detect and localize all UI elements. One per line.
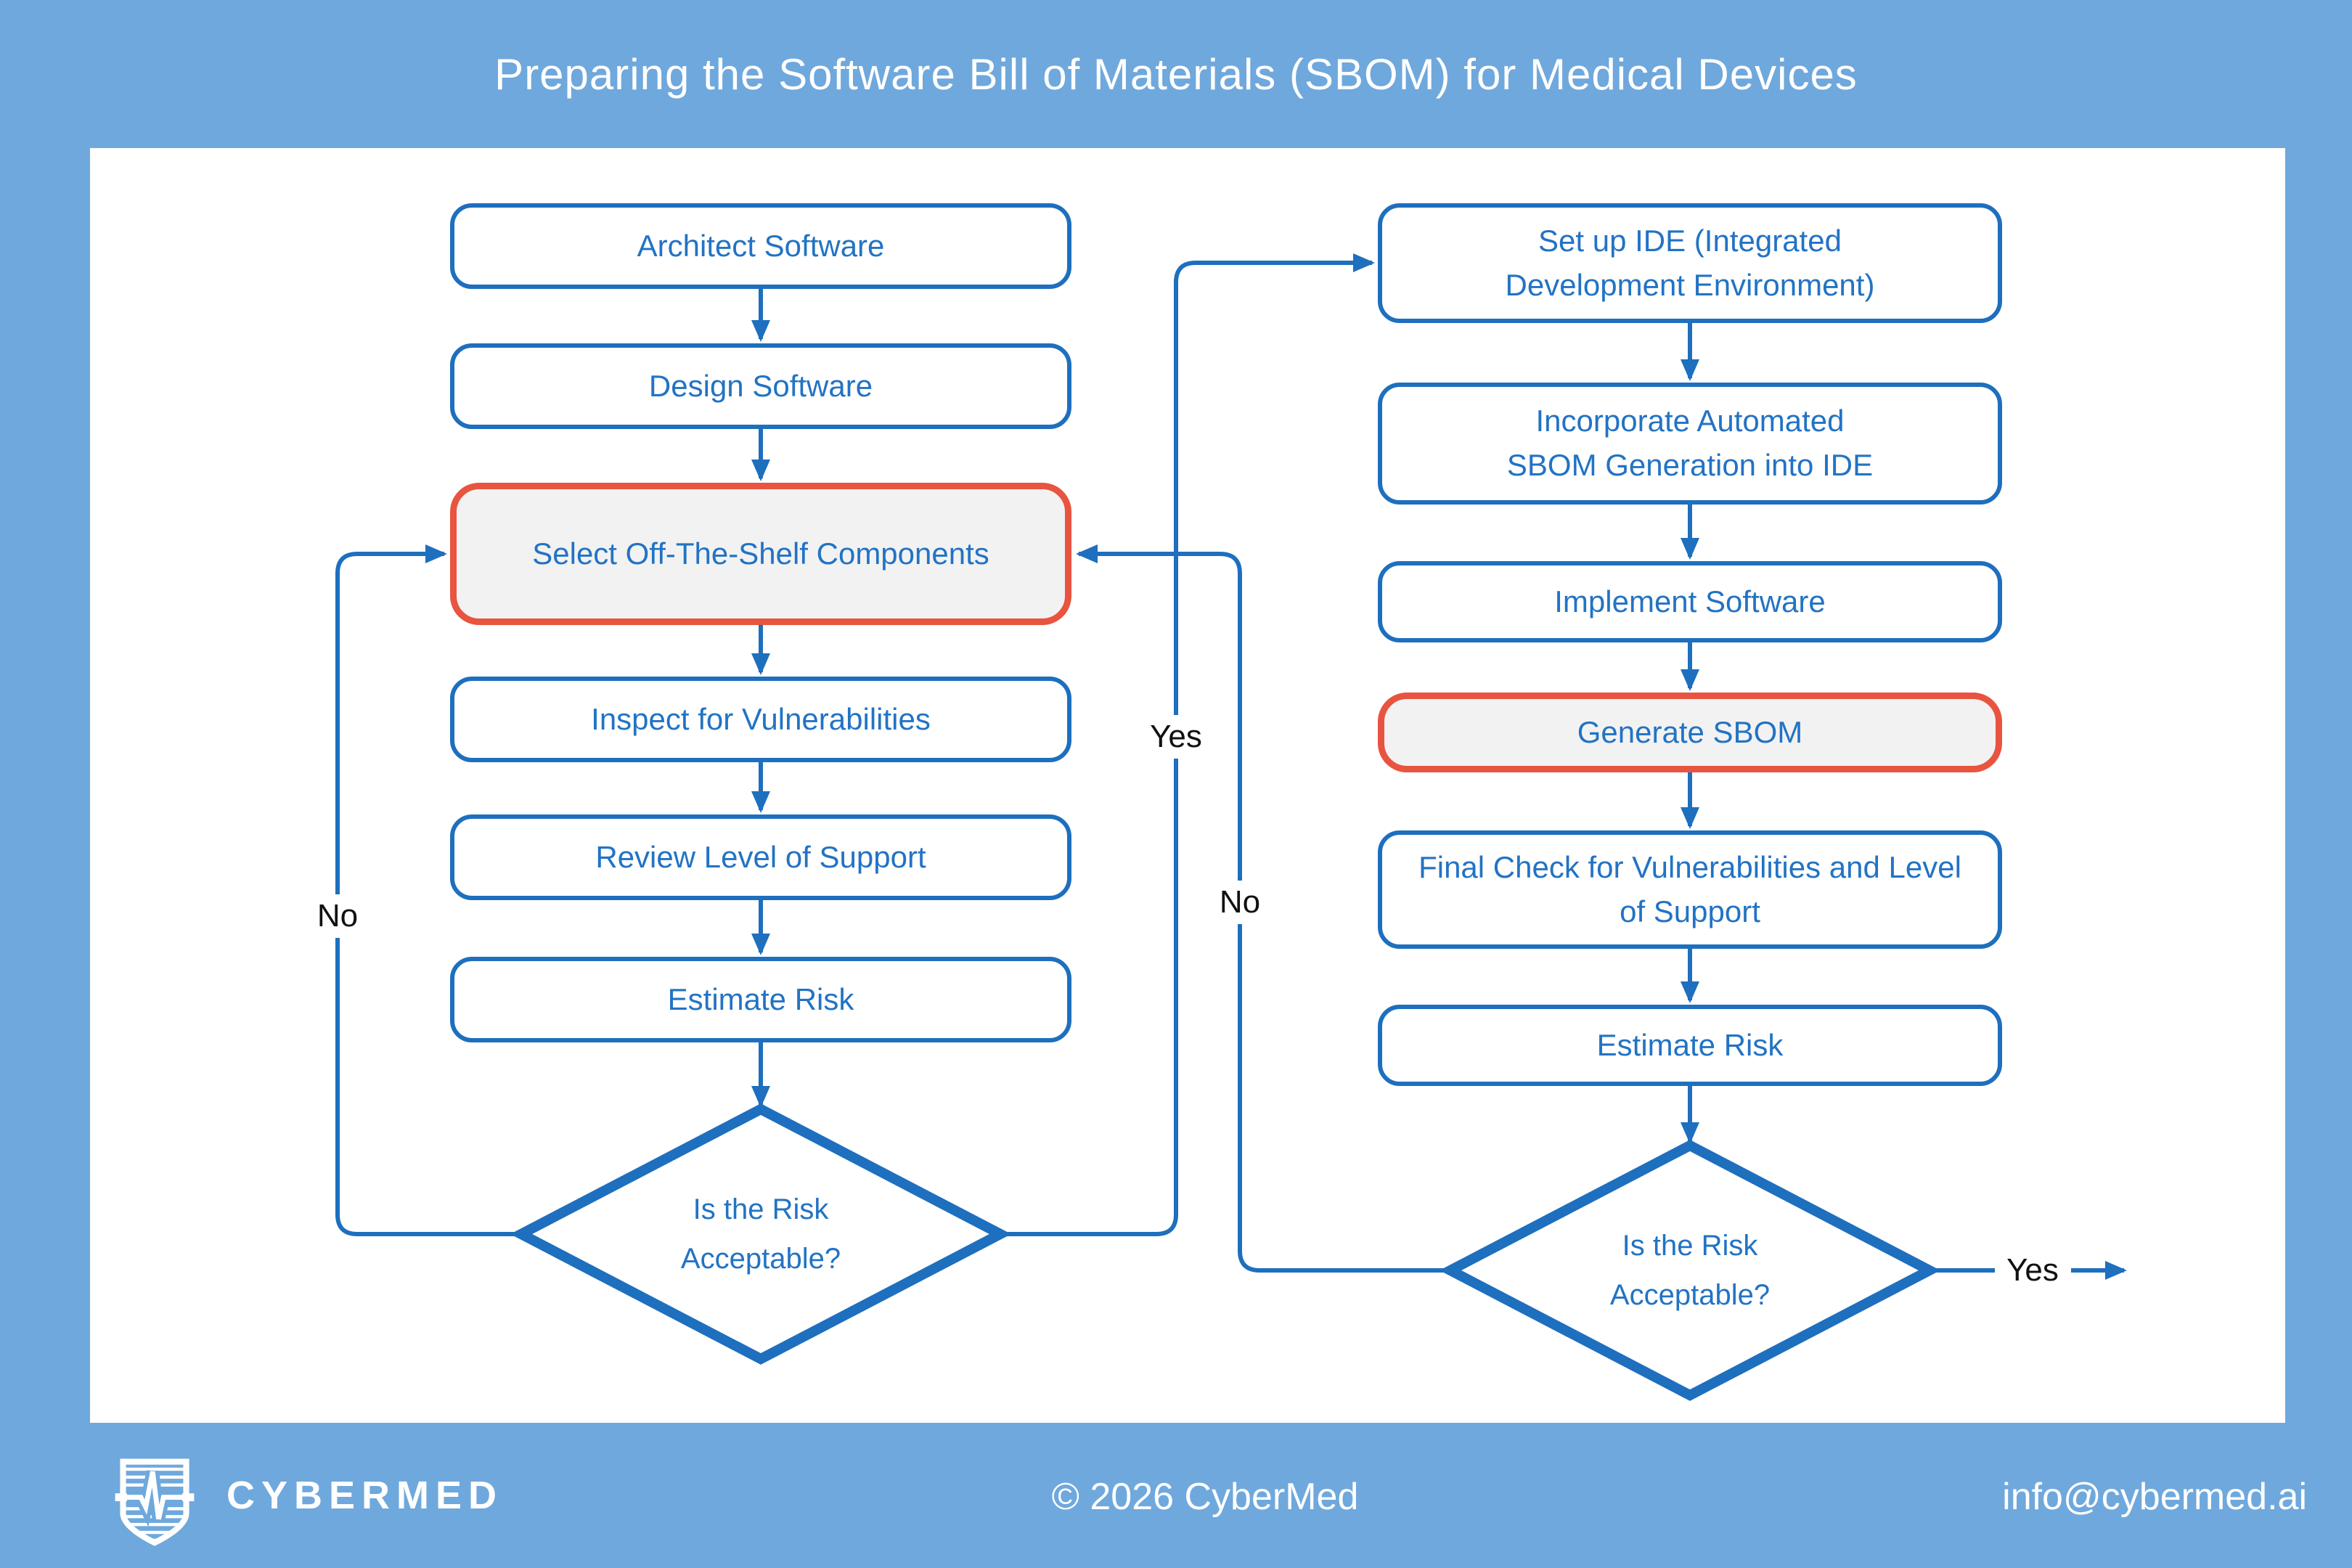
- left-decision-diamond: [510, 1103, 1012, 1365]
- footer-copyright: © 2026 CyberMed: [1051, 1476, 1359, 1518]
- left-decision-label: Is the Risk Acceptable?: [680, 1193, 841, 1275]
- node-setup-ide: Set up IDE (Integrated Development Envir…: [1378, 203, 2002, 323]
- node-incorporate-sbom-generation: Incorporate Automated SBOM Generation in…: [1378, 383, 2002, 505]
- node-label: Generate SBOM: [1577, 714, 1803, 749]
- node-generate-sbom: Generate SBOM: [1378, 693, 2002, 772]
- footer-email: info@cybermed.ai: [2002, 1476, 2307, 1518]
- node-estimate-risk-left: Estimate Risk: [450, 957, 1071, 1042]
- edge-label-no-left: No: [308, 894, 367, 938]
- node-label: Architect Software: [637, 228, 885, 263]
- edge-label-yes-right: Yes: [1998, 1249, 2067, 1292]
- node-architect-software: Architect Software: [450, 203, 1071, 289]
- edge-label-yes-mid: Yes: [1141, 715, 1211, 759]
- node-label: Design Software: [648, 368, 873, 403]
- right-decision-label: Is the Risk Acceptable?: [1609, 1230, 1771, 1311]
- node-label: Select Off-The-Shelf Components: [532, 536, 989, 571]
- node-inspect-vulnerabilities: Inspect for Vulnerabilities: [450, 677, 1071, 762]
- right-decision-diamond: [1439, 1140, 1941, 1401]
- node-design-software: Design Software: [450, 343, 1071, 429]
- edge-left-no: [335, 544, 521, 1236]
- node-final-check: Final Check for Vulnerabilities and Leve…: [1378, 830, 2002, 949]
- node-label: Incorporate Automated SBOM Generation in…: [1506, 404, 1874, 482]
- node-label: Set up IDE (Integrated Development Envir…: [1505, 223, 1875, 302]
- node-label: Final Check for Vulnerabilities and Leve…: [1418, 849, 1961, 928]
- page-title: Preparing the Software Bill of Materials…: [494, 49, 1858, 99]
- footer-brand-wordmark: CYBERMED: [226, 1474, 504, 1517]
- node-review-level-of-support: Review Level of Support: [450, 814, 1071, 900]
- node-label: Estimate Risk: [1596, 1027, 1784, 1062]
- node-label: Implement Software: [1554, 584, 1826, 618]
- node-select-ots-components: Select Off-The-Shelf Components: [450, 483, 1071, 625]
- node-label: Inspect for Vulnerabilities: [591, 701, 931, 736]
- node-implement-software: Implement Software: [1378, 561, 2002, 642]
- edge-label-no-mid: No: [1210, 881, 1270, 924]
- node-label: Review Level of Support: [595, 839, 926, 874]
- cybermed-shield-logo-icon: [115, 1458, 195, 1546]
- node-estimate-risk-right: Estimate Risk: [1378, 1005, 2002, 1086]
- node-label: Estimate Risk: [667, 981, 854, 1016]
